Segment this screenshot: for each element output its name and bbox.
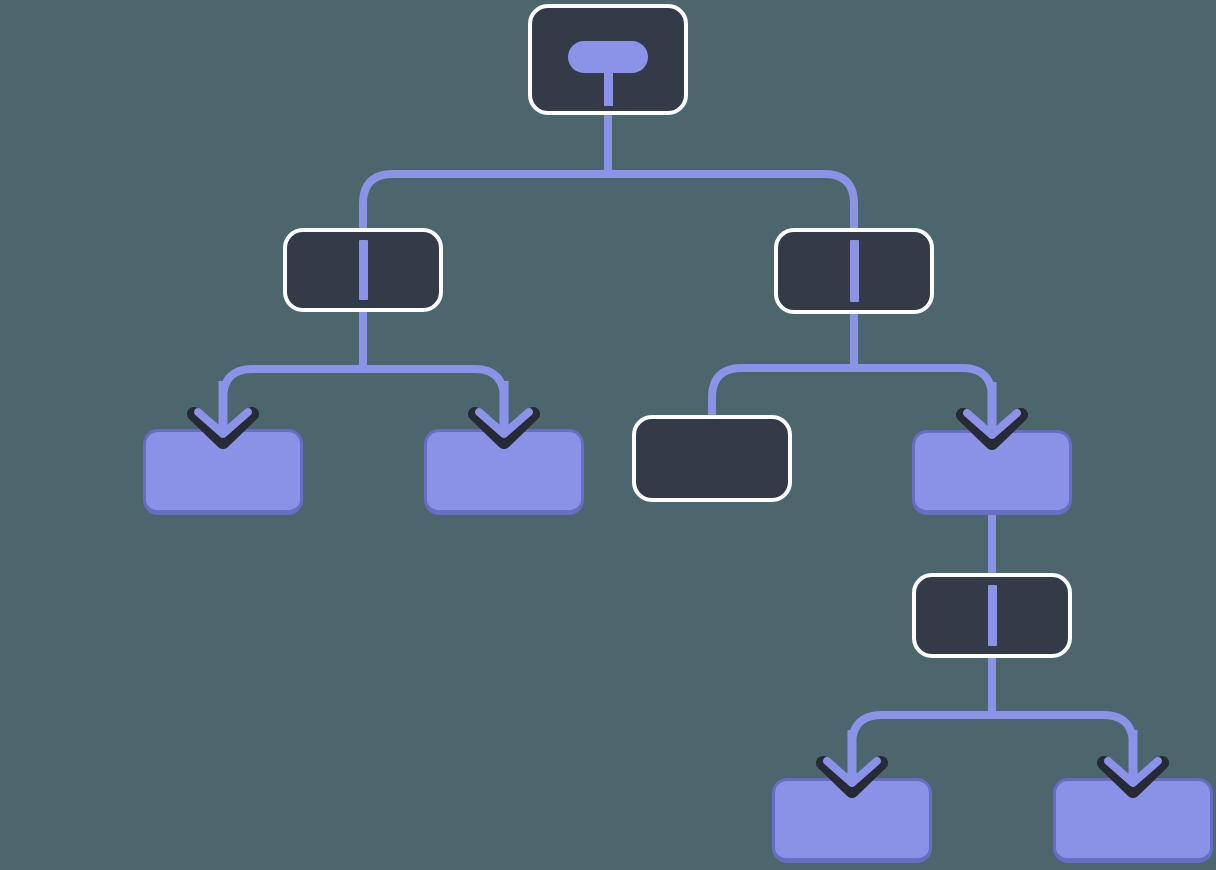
connector-branch-right xyxy=(708,309,996,424)
node-root[interactable] xyxy=(528,4,688,115)
pill-placeholder xyxy=(568,41,648,73)
line-placeholder xyxy=(987,585,997,646)
node-leaf-left-2[interactable] xyxy=(424,429,584,515)
node-mid-purple-node[interactable] xyxy=(912,430,1072,515)
node-plain-dark-leaf[interactable] xyxy=(632,415,792,502)
node-branch-left[interactable] xyxy=(283,228,443,312)
line-placeholder xyxy=(849,240,859,302)
connector-branch-left xyxy=(219,307,508,419)
node-branch-bottom[interactable] xyxy=(912,573,1072,658)
node-leaf-left-1[interactable] xyxy=(143,429,303,515)
node-leaf-bottom-1[interactable] xyxy=(772,778,932,863)
line-placeholder xyxy=(358,240,368,300)
node-branch-right[interactable] xyxy=(774,228,934,314)
pill-stem xyxy=(603,72,613,106)
connector-root xyxy=(359,110,858,237)
connector-branch-bottom xyxy=(848,653,1137,768)
node-leaf-bottom-2[interactable] xyxy=(1053,778,1213,863)
